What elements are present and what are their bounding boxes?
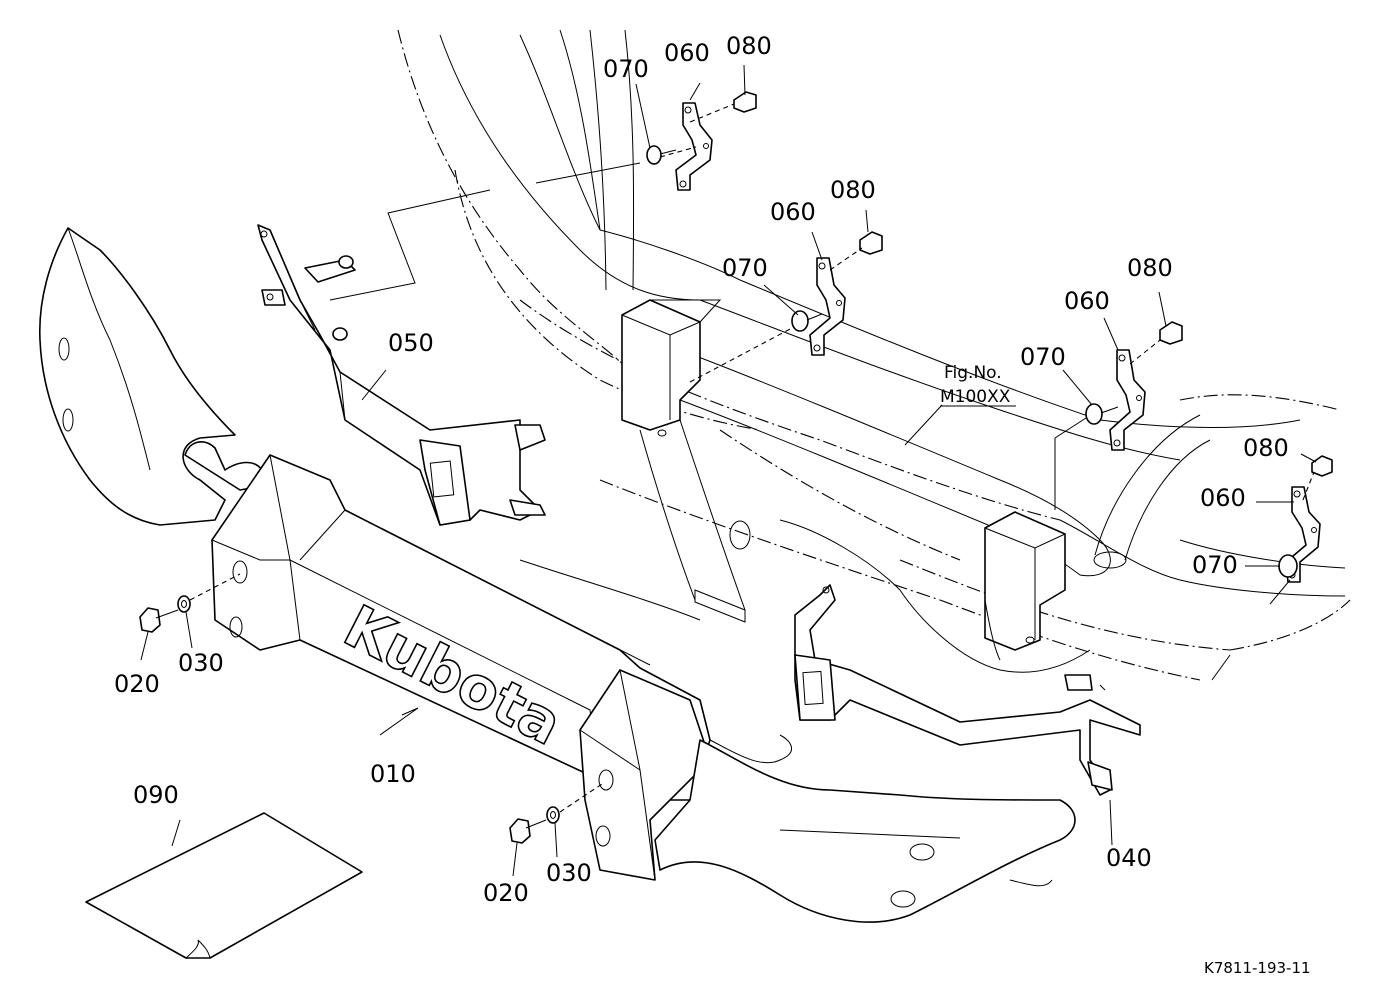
figure-reference-line1: Fig.No.	[944, 363, 1002, 383]
callout-010: 010	[370, 760, 416, 788]
callout-070: 070	[1192, 551, 1238, 579]
callout-020: 020	[114, 670, 160, 698]
callout-090: 090	[133, 781, 179, 809]
tractor-frame-phantom	[397, 29, 1351, 681]
callout-070: 070	[603, 55, 649, 83]
callout-080: 080	[726, 32, 772, 60]
bracket-050	[257, 224, 546, 526]
callout-030: 030	[546, 859, 592, 887]
callout-050: 050	[388, 329, 434, 357]
callout-080: 080	[1243, 434, 1289, 462]
callout-060: 060	[664, 39, 710, 67]
bracket-040	[794, 584, 1141, 796]
clamp-set-d	[1278, 455, 1333, 583]
clamp-set-c	[1054, 321, 1183, 510]
callout-060: 060	[1064, 287, 1110, 315]
callout-040: 040	[1106, 844, 1152, 872]
drawing-code: K7811-193-11	[1204, 959, 1311, 977]
callout-060: 060	[1200, 484, 1246, 512]
bolt-washer-right	[509, 783, 603, 844]
callout-080: 080	[1127, 254, 1173, 282]
decal-sheet-090	[85, 812, 363, 959]
figure-reference-line2: M100XX	[940, 387, 1011, 407]
callout-labels: 080 060 070 080 060 070 080 060 070 080 …	[114, 32, 1289, 907]
leader-lines	[140, 64, 1317, 877]
callout-030: 030	[178, 649, 224, 677]
callout-080: 080	[830, 176, 876, 204]
bolt-washer-left	[139, 573, 241, 633]
clamp-set-a	[646, 91, 757, 191]
callout-020: 020	[483, 879, 529, 907]
frame-bracket-left	[621, 299, 751, 623]
callout-070: 070	[1020, 343, 1066, 371]
frame-tube-right	[1093, 414, 1211, 569]
clamp-set-b	[689, 231, 883, 383]
callout-070: 070	[722, 254, 768, 282]
figure-reference: Fig.No. M100XX	[940, 363, 1016, 407]
callout-060: 060	[770, 198, 816, 226]
tractor-frame-rails	[439, 29, 1346, 673]
frame-bracket-right	[984, 511, 1066, 661]
